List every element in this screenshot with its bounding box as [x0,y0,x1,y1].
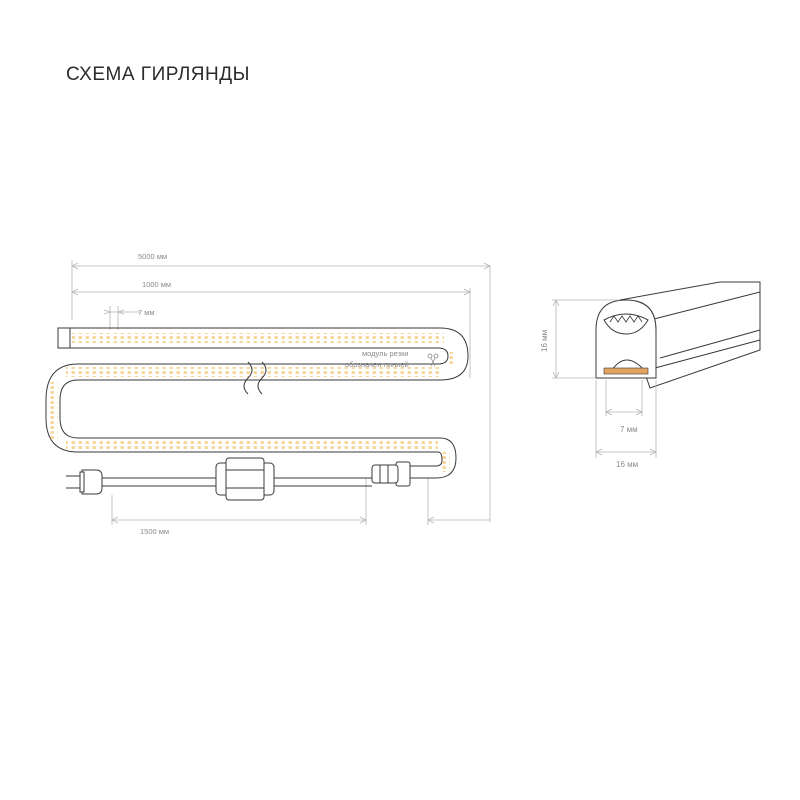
dimension-strip-width [605,380,643,416]
profile-section [595,281,761,389]
dimension-1500 [111,478,490,525]
dimension-7mm-pitch [103,306,140,330]
dimension-profile-width [595,380,657,458]
dimension-1500-label: 1500 мм [140,527,169,536]
dimension-1000 [71,288,471,378]
dimension-1000-label: 1000 мм [142,280,171,289]
neon-strip [45,327,469,479]
profile-width-label: 16 мм [616,460,638,469]
diagram-title: СХЕМА ГИРЛЯНДЫ [66,64,250,85]
led-row-bottom [66,441,438,451]
dimension-profile-height [552,299,620,379]
dimension-5000-label: 5000 мм [138,252,167,261]
plug-icon [66,469,103,495]
break-mark [243,361,267,395]
strip-connector [371,461,411,487]
power-cable [100,477,372,487]
led-strip-section [603,367,649,375]
led-row-top [72,333,444,343]
strip-width-label: 7 мм [620,425,638,434]
scissors-icon [427,353,439,367]
cut-note-line1: модуль резки [362,349,409,358]
led-row-middle [66,367,442,377]
dimension-pitch-label: 7 мм [138,308,155,317]
profile-height-label: 16 мм [540,330,549,352]
end-cap [57,327,71,349]
dimension-5000 [71,260,491,522]
cut-note-line2: обозначен линией [345,360,409,369]
rectifier-box [215,457,275,501]
